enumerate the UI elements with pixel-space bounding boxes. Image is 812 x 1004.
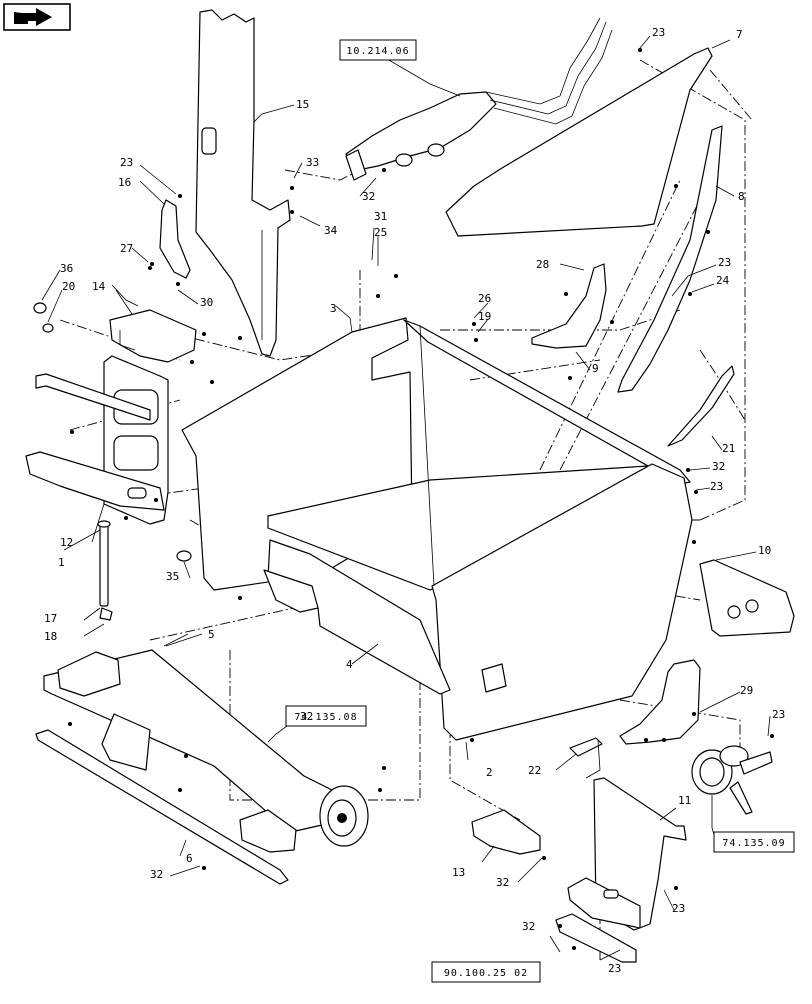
part-3-hopper (181, 317, 693, 741)
callout-21: 21 (722, 442, 735, 455)
ref-box[interactable]: 90.100.25 02 (431, 961, 541, 983)
callout-36: 36 (60, 262, 73, 275)
callout-31: 31 (374, 210, 387, 223)
callout-17: 17 (44, 612, 57, 625)
ref-label: 10.214.06 (346, 46, 409, 57)
callout-23: 23 (718, 256, 731, 269)
callout-6: 6 (186, 852, 193, 865)
callout-16: 16 (118, 176, 131, 189)
part-36-nut (33, 302, 47, 314)
callout-13: 13 (452, 866, 465, 879)
ref-box[interactable]: 10.214.06 (339, 39, 417, 61)
callout-5: 5 (208, 628, 215, 641)
part-10-bracket (699, 559, 795, 637)
part-16-bracket (159, 199, 191, 279)
callout-34: 34 (324, 224, 338, 237)
callout-25: 25 (374, 226, 387, 239)
callout-7: 7 (736, 28, 743, 41)
next-page-button[interactable] (3, 3, 71, 31)
bolt-holes (68, 48, 774, 950)
part-35-nut (176, 550, 192, 562)
callout-20: 20 (62, 280, 75, 293)
part-5-bolt (163, 633, 189, 647)
callout-32: 32 (496, 876, 509, 889)
callout-8: 8 (738, 190, 745, 203)
callout-32: 32 (712, 460, 725, 473)
part-15-vertical-plate (195, 9, 291, 357)
part-14-bracket (109, 309, 197, 363)
hydraulic-lines (345, 17, 613, 181)
callout-23: 23 (652, 26, 665, 39)
callout-4: 4 (346, 658, 353, 671)
part-8-strip (617, 125, 723, 393)
callout-23: 23 (120, 156, 133, 169)
callout-28: 28 (536, 258, 549, 271)
part-21-strip (667, 365, 735, 447)
part-7-panel (445, 47, 713, 237)
callout-19: 19 (478, 310, 491, 323)
callout-15: 15 (296, 98, 309, 111)
callout-23: 23 (672, 902, 685, 915)
callout-23: 23 (772, 708, 785, 721)
callout-24: 24 (716, 274, 730, 287)
callout-32: 32 (150, 868, 163, 881)
ref-label: 74.135.09 (722, 838, 785, 849)
callout-30: 30 (200, 296, 213, 309)
callout-32: 32 (300, 710, 313, 723)
callout-2: 2 (486, 766, 493, 779)
part-6-base-frame (35, 649, 369, 885)
callout-23: 23 (608, 962, 621, 975)
callout-3: 3 (330, 302, 337, 315)
part-20-nut (42, 323, 54, 333)
part-4-shroud (263, 569, 319, 613)
ref-label: 74.135.08 (294, 712, 357, 723)
next-page-arrow-icon (14, 8, 52, 26)
callout-32: 32 (522, 920, 535, 933)
callout-23: 23 (710, 480, 723, 493)
callout-14: 14 (92, 280, 106, 293)
ref-box[interactable]: 74.135.08 (285, 705, 367, 727)
part-1-pin (97, 520, 113, 621)
part-29-bracket (619, 659, 701, 745)
leader-lines (41, 35, 771, 961)
callout-11: 11 (678, 794, 691, 807)
callout-10: 10 (758, 544, 771, 557)
callout-12: 12 (60, 536, 73, 549)
part-9-bracket (531, 263, 607, 349)
callout-1: 1 (58, 556, 65, 569)
callout-33: 33 (306, 156, 319, 169)
callout-22: 22 (528, 764, 541, 777)
lower-bracket (555, 913, 637, 963)
ref-label: 90.100.25 02 (444, 968, 528, 979)
gearbox-assembly (691, 745, 773, 815)
callout-26: 26 (478, 292, 491, 305)
part-22-bracket (569, 737, 603, 757)
callout-35: 35 (166, 570, 179, 583)
reference-boxes: 10.214.06 74.135.08 74.135.09 90.100.25 02 (285, 39, 795, 983)
callout-27: 27 (120, 242, 133, 255)
callout-9: 9 (592, 362, 599, 375)
callout-29: 29 (740, 684, 753, 697)
part-13-bracket (471, 809, 541, 855)
part-11-bracket (567, 777, 687, 931)
callout-labels: 1234567891011121314151617181920212223232… (44, 26, 785, 975)
part-12-side-frame (25, 355, 169, 525)
callout-32: 32 (362, 190, 375, 203)
ref-box[interactable]: 74.135.09 (713, 831, 795, 853)
callout-18: 18 (44, 630, 57, 643)
